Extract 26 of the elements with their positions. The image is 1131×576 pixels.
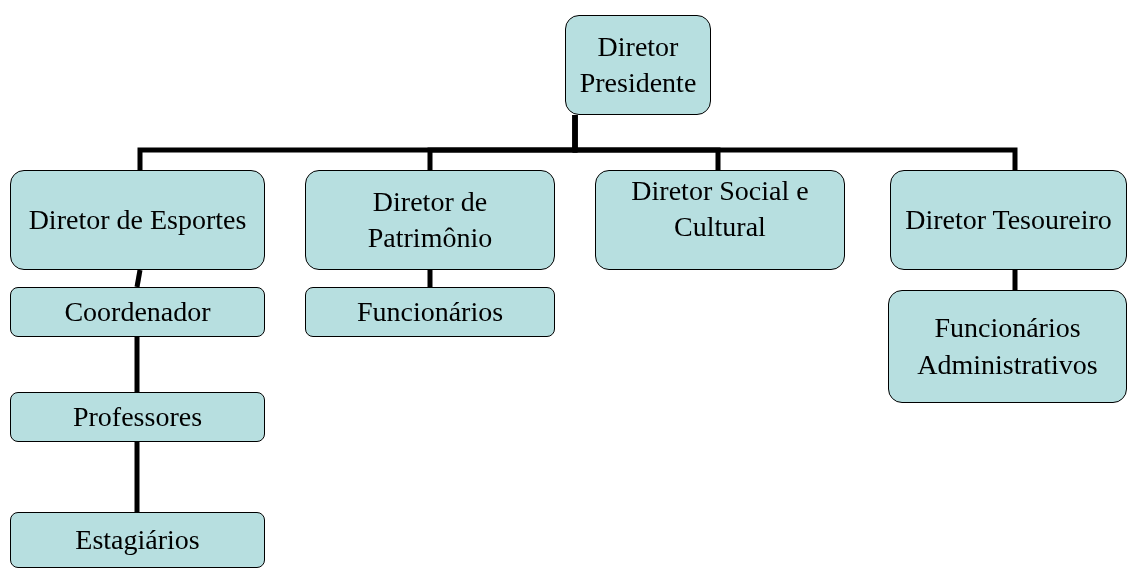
connector-line (134, 269, 143, 288)
connector-line (427, 270, 433, 287)
role-label: Professores (72, 399, 203, 434)
role-label: Diretor Social e Cultural (630, 174, 810, 245)
org-box (890, 170, 1127, 270)
role-label: Estagiários (75, 522, 200, 557)
org-box (305, 287, 555, 337)
connector-line (572, 115, 1018, 170)
role-label: Coordenador (64, 294, 211, 329)
org-box (10, 170, 265, 270)
connector-line (1012, 270, 1018, 290)
role-label: Diretor de Patrimônio (366, 184, 494, 255)
org-box (10, 287, 265, 337)
org-box (10, 392, 265, 442)
org-box (888, 290, 1127, 403)
role-label: Funcionários (356, 294, 504, 329)
role-label: Diretor Tesoureiro (905, 202, 1112, 237)
org-box (595, 170, 845, 270)
connector-line (134, 442, 140, 512)
org-box (10, 512, 265, 568)
org-box (565, 15, 711, 115)
connector-line (134, 337, 140, 392)
role-label: Diretor Presidente (578, 29, 698, 100)
role-label: Funcionários Administrativos (916, 311, 1099, 382)
org-box (305, 170, 555, 270)
role-label: Diretor de Esportes (28, 202, 247, 237)
